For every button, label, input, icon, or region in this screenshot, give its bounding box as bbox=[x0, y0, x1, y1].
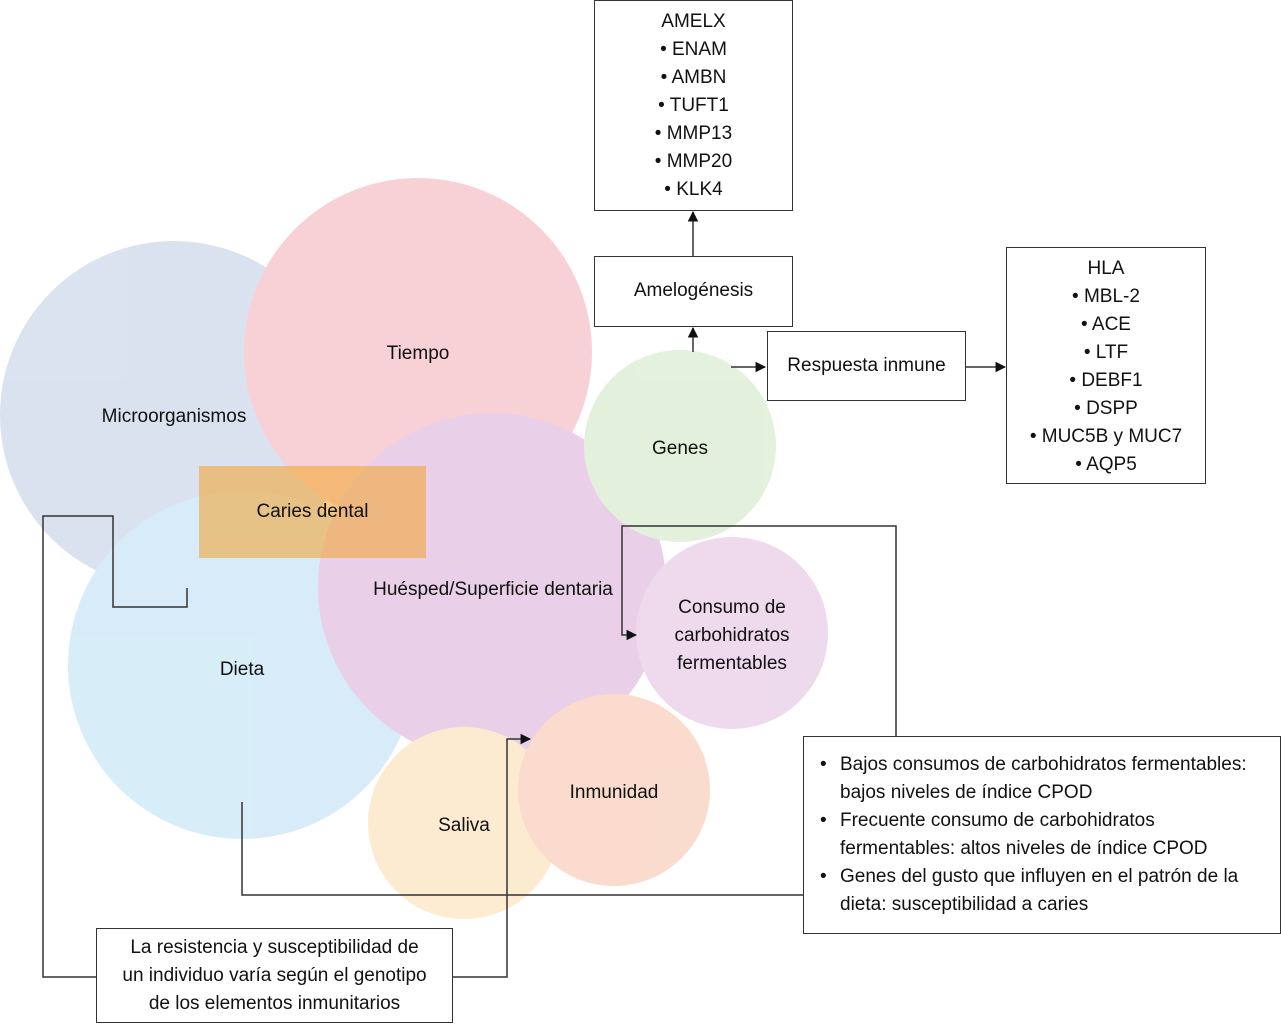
diet-note-item: Bajos consumos de carbohidratos fermenta… bbox=[818, 751, 1270, 807]
label-microorganismos: Microorganismos bbox=[102, 406, 247, 427]
gene-item: • TUFT1 bbox=[658, 95, 729, 116]
connector-notes-consumo bbox=[621, 525, 897, 736]
diet-note-item: Genes del gusto que influyen en el patró… bbox=[818, 863, 1270, 919]
resistance-line: La resistencia y susceptibilidad de bbox=[130, 937, 419, 958]
caries-dental-box: Caries dental bbox=[199, 466, 426, 558]
label-huesped: Huésped/Superficie dentaria bbox=[373, 579, 613, 600]
gene-item: • DEBF1 bbox=[1069, 370, 1143, 391]
diet-note-item: Frecuente consumo de carbohidratos ferme… bbox=[818, 807, 1270, 863]
gene-item: • AQP5 bbox=[1075, 454, 1137, 475]
resistance-line: de los elementos inmunitarios bbox=[148, 993, 401, 1014]
connector-micro-bracket bbox=[42, 515, 188, 978]
label-tiempo: Tiempo bbox=[387, 343, 450, 364]
gene-item: • AMBN bbox=[660, 67, 727, 88]
gene-item: • ENAM bbox=[660, 39, 727, 60]
gene-item: • MMP13 bbox=[654, 123, 733, 144]
amelx-gene-box: AMELX • ENAM • AMBN • TUFT1 • MMP13 • MM… bbox=[594, 0, 793, 211]
caries-dental-label: Caries dental bbox=[256, 501, 369, 522]
label-inmunidad: Inmunidad bbox=[570, 782, 659, 803]
circle-saliva bbox=[368, 727, 560, 919]
circle-genes bbox=[584, 350, 776, 542]
label-consumo-line2: carbohidratos bbox=[674, 625, 789, 646]
gene-item: • MBL-2 bbox=[1072, 286, 1140, 307]
circle-inmunidad bbox=[518, 694, 710, 886]
connector-dieta-notes bbox=[241, 802, 803, 896]
diet-notes-box: Bajos consumos de carbohidratos fermenta… bbox=[803, 736, 1281, 934]
circle-consumo bbox=[636, 537, 828, 729]
label-consumo-line3: fermentables bbox=[677, 653, 787, 674]
label-consumo-line1: Consumo de bbox=[678, 597, 786, 618]
resistance-line: un individuo varía según el genotipo bbox=[122, 965, 427, 986]
label-saliva: Saliva bbox=[438, 815, 490, 836]
gene-item: • MMP20 bbox=[654, 151, 733, 172]
gene-item: • ACE bbox=[1081, 314, 1131, 335]
label-dieta: Dieta bbox=[220, 659, 265, 680]
hla-gene-box: HLA • MBL-2 • ACE • LTF • DEBF1 • DSPP •… bbox=[1006, 247, 1206, 484]
gene-item: • LTF bbox=[1083, 342, 1129, 363]
resistance-box: La resistencia y susceptibilidad de un i… bbox=[96, 928, 453, 1023]
gene-item: • DSPP bbox=[1074, 398, 1138, 419]
amelogenesis-label: Amelogénesis bbox=[633, 280, 754, 301]
gene-item: HLA bbox=[1087, 258, 1125, 279]
gene-item: • KLK4 bbox=[664, 179, 723, 200]
label-genes: Genes bbox=[652, 438, 708, 459]
gene-item: • MUC5B y MUC7 bbox=[1029, 426, 1183, 447]
respuesta-inmune-box: Respuesta inmune bbox=[767, 331, 966, 401]
connector-resistance-huesped bbox=[452, 733, 532, 978]
amelogenesis-box: Amelogénesis bbox=[594, 256, 793, 327]
respuesta-inmune-label: Respuesta inmune bbox=[787, 355, 946, 376]
gene-item: AMELX bbox=[661, 11, 726, 32]
